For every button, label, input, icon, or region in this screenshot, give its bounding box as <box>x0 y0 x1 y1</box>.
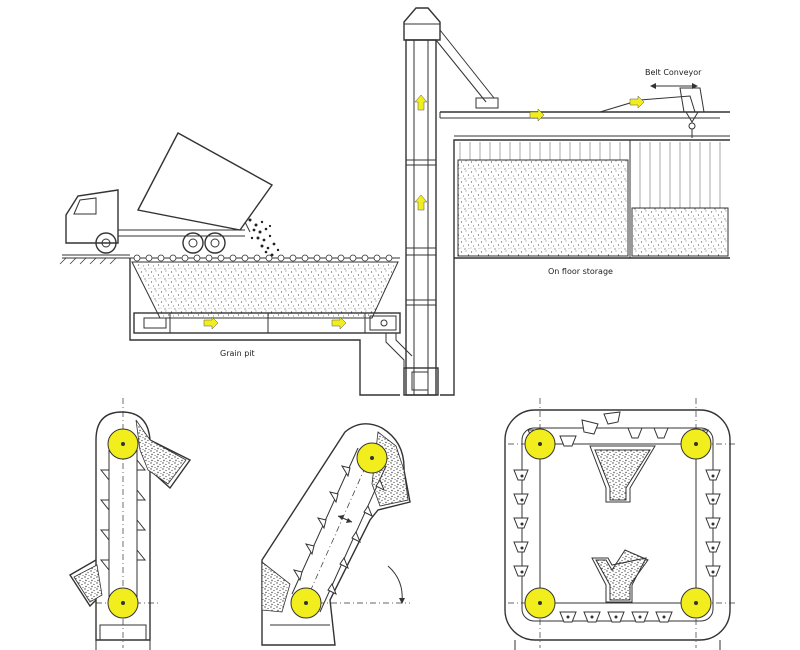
distribution-spout <box>435 29 499 109</box>
belt-conveyor <box>439 87 730 138</box>
grain-pit-label: Grain pit <box>220 349 255 358</box>
elevator-diagram-vertical <box>69 398 192 650</box>
upper-hopper <box>589 445 656 503</box>
elevator-up-arrow-2 <box>414 194 428 211</box>
belt-flow-arrow-1 <box>529 108 545 122</box>
pit-flow-arrow-2 <box>331 316 347 330</box>
direction-double-arrow <box>650 83 698 89</box>
on-floor-storage-label: On floor storage <box>548 267 613 276</box>
elevator-diagram-inclined <box>261 423 411 646</box>
storage-building <box>453 135 730 259</box>
grain-pit <box>129 254 413 396</box>
belt-flow-arrow-2 <box>629 95 645 109</box>
ground <box>59 254 130 265</box>
belt-conveyor-label: Belt Conveyor <box>645 68 702 77</box>
pit-flow-arrow-1 <box>203 316 219 330</box>
elevator-diagram-loop <box>504 398 735 650</box>
lower-hopper <box>591 549 649 603</box>
elevator-up-arrow-1 <box>414 94 428 111</box>
falling-grain <box>248 218 280 257</box>
top-scene: Grain pit <box>59 7 730 396</box>
dump-truck <box>65 132 274 254</box>
bucket-elevator-leg <box>403 7 455 396</box>
